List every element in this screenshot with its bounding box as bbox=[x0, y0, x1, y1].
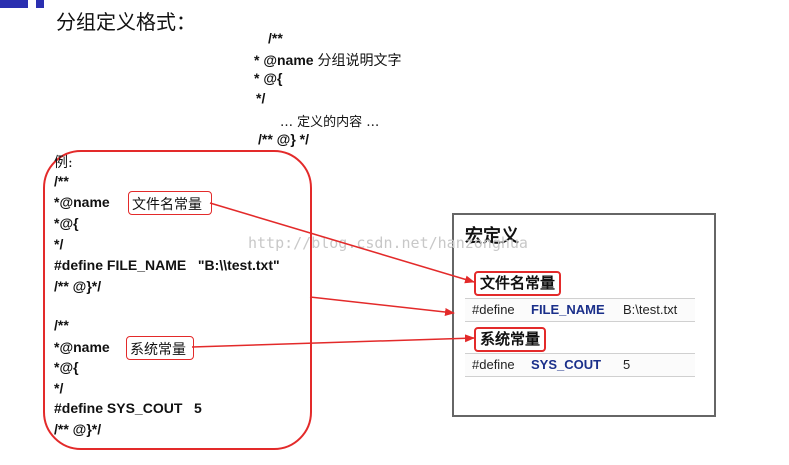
arrow-group1-define bbox=[309, 296, 455, 316]
define-value: B:\test.txt bbox=[623, 302, 678, 317]
example-line: #define FILE_NAME "B:\\test.txt" bbox=[54, 257, 280, 273]
define-name: SYS_COUT bbox=[531, 357, 602, 372]
format-line-3: * @{ bbox=[254, 70, 283, 86]
example-label: 例: bbox=[54, 155, 73, 171]
page-heading: 分组定义格式： bbox=[56, 10, 196, 34]
example-line: *@name bbox=[54, 339, 110, 355]
example-line: *@{ bbox=[54, 359, 79, 375]
example-line: *@{ bbox=[54, 215, 79, 231]
arrow-group2-name bbox=[191, 334, 475, 348]
example-group1-name: 文件名常量 bbox=[132, 197, 202, 213]
define-name: FILE_NAME bbox=[531, 302, 605, 317]
format-name-text: 分组说明文字 bbox=[317, 53, 402, 69]
example-line: #define SYS_COUT 5 bbox=[54, 400, 202, 416]
arrow-group1-name bbox=[209, 202, 475, 284]
group2-label: 系统常量 bbox=[474, 327, 547, 352]
slide-bullet-icon bbox=[0, 0, 44, 8]
define-value: 5 bbox=[623, 357, 631, 372]
define-keyword: #define bbox=[472, 302, 515, 317]
example-line: */ bbox=[54, 236, 64, 252]
macro-panel-title: 宏定义 bbox=[465, 226, 519, 247]
format-line-2: * @name 分组说明文字 bbox=[254, 50, 401, 70]
example-line: */ bbox=[54, 380, 64, 396]
example-line: /** bbox=[54, 317, 69, 333]
group1-label: 文件名常量 bbox=[474, 271, 562, 296]
example-line: /** bbox=[54, 173, 69, 189]
group1-define-row: #define FILE_NAME B:\test.txt bbox=[465, 298, 695, 322]
group2-define-row: #define SYS_COUT 5 bbox=[465, 353, 695, 377]
format-name-tag: * @name bbox=[254, 52, 314, 68]
define-keyword: #define bbox=[472, 357, 515, 372]
example-group2-name: 系统常量 bbox=[130, 342, 186, 358]
format-line-6: /** @} */ bbox=[258, 131, 310, 147]
format-line-5: … 定义的内容 … bbox=[280, 115, 380, 130]
example-line: *@name bbox=[54, 194, 110, 210]
format-line-1: /** bbox=[268, 30, 283, 46]
format-line-4: */ bbox=[256, 90, 266, 106]
group2-name-highlight bbox=[126, 336, 194, 360]
example-line: /** @}*/ bbox=[54, 278, 102, 294]
example-line: /** @}*/ bbox=[54, 421, 102, 437]
example-box bbox=[43, 150, 312, 450]
watermark-text: http://blog.csdn.net/hanzonghua bbox=[248, 234, 528, 252]
